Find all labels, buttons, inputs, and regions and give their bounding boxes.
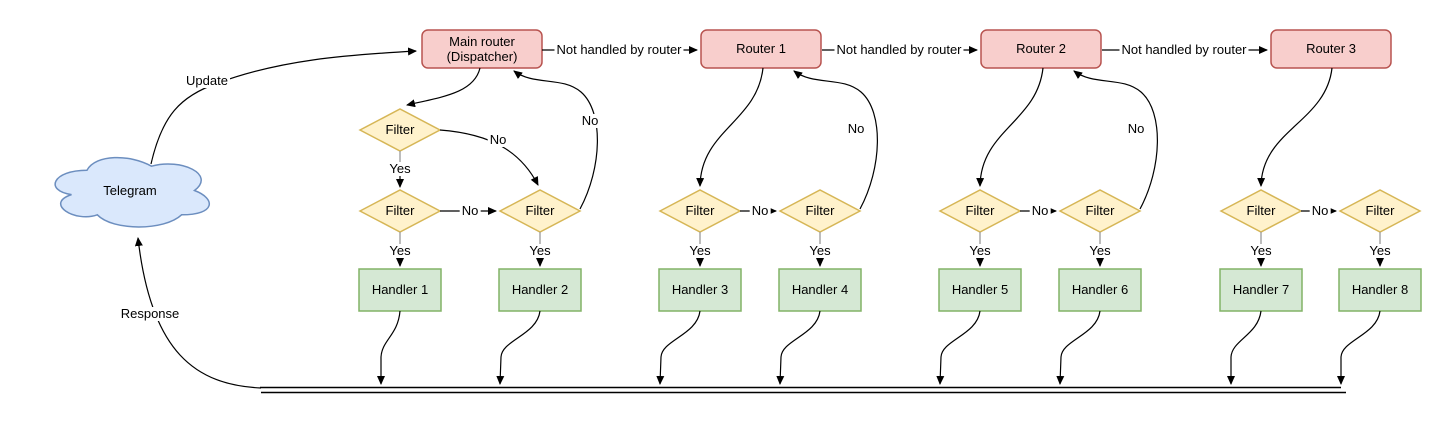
no-label: No: [1029, 203, 1051, 218]
handler6-box: [1058, 268, 1142, 312]
main-router-box: [421, 29, 543, 69]
update-arrow: [150, 47, 417, 165]
handler5-label: Handler 5: [951, 282, 1009, 297]
yes-label: Yes: [387, 161, 413, 176]
handler3-box: [658, 268, 742, 312]
router1-filter2-no-return-arrow: [793, 70, 878, 210]
filter-label: Filter: [525, 203, 555, 218]
yes-label: Yes: [687, 243, 713, 258]
filter-label: Filter: [385, 203, 415, 218]
router2-box: [980, 29, 1102, 69]
no-label: No: [459, 203, 481, 218]
handler4-box: [778, 268, 862, 312]
no-label: No: [845, 121, 867, 136]
handler2-box: [498, 268, 582, 312]
main-router-to-filter-arrow: [406, 67, 481, 108]
filter-label: Filter: [1246, 203, 1276, 218]
main-filter2-diamond: [498, 189, 582, 233]
router2-label: Router 2: [1016, 41, 1066, 56]
update-edge-label: Update: [184, 73, 230, 88]
yes-label: Yes: [967, 243, 993, 258]
router2-filter2-no-return-arrow: [1073, 70, 1158, 210]
router3-filter2-diamond: [1338, 189, 1422, 233]
yes-label: Yes: [387, 243, 413, 258]
telegram-label: Telegram: [103, 183, 157, 198]
handler2-drop-arrow: [496, 310, 541, 385]
yes-label: Yes: [1367, 243, 1393, 258]
handler7-label: Handler 7: [1232, 282, 1290, 297]
handler7-drop-arrow: [1227, 310, 1262, 385]
filter-label: Filter: [965, 203, 995, 218]
yes-label: Yes: [1248, 243, 1274, 258]
filter-label: Filter: [1085, 203, 1115, 218]
handler7-box: [1219, 268, 1303, 312]
not-handled-label-3: Not handled by router: [1119, 42, 1249, 57]
not-handled-label-1: Not handled by router: [554, 42, 684, 57]
filter-label: Filter: [685, 203, 715, 218]
no-label: No: [1125, 121, 1147, 136]
router3-label: Router 3: [1306, 41, 1356, 56]
router1-filter2-diamond: [778, 189, 862, 233]
handler1-drop-arrow: [377, 310, 401, 385]
router2-filter2-diamond: [1058, 189, 1142, 233]
main-router-label: Main router (Dispatcher): [446, 34, 518, 64]
no-label: No: [579, 113, 601, 128]
yes-label: Yes: [527, 243, 553, 258]
no-label: No: [749, 203, 771, 218]
yes-label: Yes: [807, 243, 833, 258]
filter-label: Filter: [805, 203, 835, 218]
handler4-drop-arrow: [776, 310, 821, 385]
handler3-label: Handler 3: [671, 282, 729, 297]
not-handled-label-2: Not handled by router: [834, 42, 964, 57]
response-edge-label: Response: [118, 306, 182, 321]
router1-box: [700, 29, 822, 69]
yes-label: Yes: [1087, 243, 1113, 258]
response-arrow: [134, 237, 262, 389]
handler1-label: Handler 1: [371, 282, 429, 297]
filter-label: Filter: [1365, 203, 1395, 218]
router2-to-filter-arrow: [976, 67, 1044, 187]
handler1-box: [358, 268, 442, 312]
router1-label: Router 1: [736, 41, 786, 56]
no-label: No: [1309, 203, 1331, 218]
handler8-drop-arrow: [1337, 310, 1381, 385]
handler6-label: Handler 6: [1071, 282, 1129, 297]
main-filter2-no-return-arrow: [513, 70, 598, 210]
handler8-label: Handler 8: [1351, 282, 1409, 297]
handler2-label: Handler 2: [511, 282, 569, 297]
router3-box: [1270, 29, 1392, 69]
router3-to-filter-arrow: [1257, 67, 1333, 187]
handler4-label: Handler 4: [791, 282, 849, 297]
handler5-drop-arrow: [936, 310, 981, 385]
handler3-drop-arrow: [656, 310, 701, 385]
telegram-cloud-shape: [54, 156, 211, 228]
no-label: No: [487, 132, 509, 147]
handler6-drop-arrow: [1056, 310, 1101, 385]
router1-to-filter-arrow: [696, 67, 764, 187]
filter-label: Filter: [385, 122, 415, 137]
handler8-box: [1338, 268, 1422, 312]
